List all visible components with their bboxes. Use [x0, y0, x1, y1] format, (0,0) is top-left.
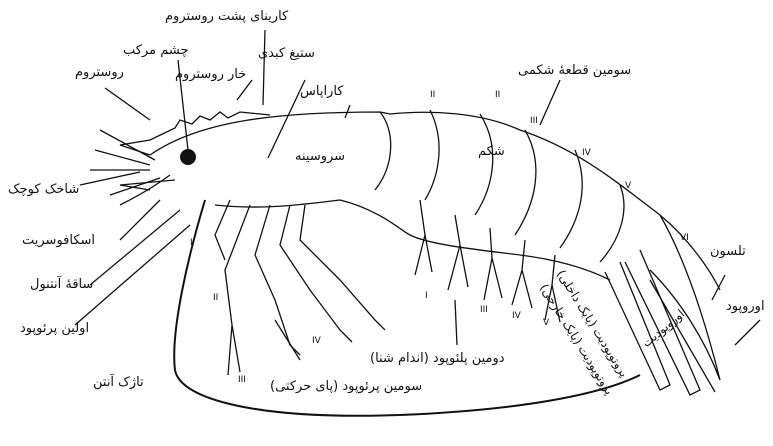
label-gastric-ridge: ستیغ کبدی	[258, 47, 315, 60]
svg-text:II: II	[430, 90, 435, 100]
label-antennal-peduncle: ساقهٔ آنتنول	[30, 278, 93, 291]
svg-text:IV: IV	[512, 311, 522, 321]
label-first-pereiopod: اولین پرئوپود	[20, 322, 89, 335]
label-carapace: کاراپاس	[300, 85, 344, 98]
svg-text:II: II	[213, 293, 218, 303]
label-uropod: اوروپود	[726, 300, 765, 313]
svg-text:II: II	[495, 90, 500, 100]
svg-text:I: I	[190, 238, 193, 248]
compound-eye-mark	[180, 149, 196, 165]
label-rostrum: روستروم	[75, 66, 124, 79]
label-rostral-spine: خار روستروم	[175, 68, 246, 81]
label-third-pereiopod: سومین پرئوپود (پای حرکتی)	[270, 380, 422, 393]
label-cephalothorax: سروسینه	[295, 150, 345, 163]
carapace-outline	[150, 112, 720, 290]
svg-text:VI: VI	[680, 233, 689, 243]
svg-text:III: III	[480, 305, 488, 315]
label-antenna-flagellum: تاژک آنتن	[93, 376, 144, 389]
label-second-pleopod: دومین پلئوپود (اندام شنا)	[370, 352, 505, 365]
svg-text:III: III	[238, 375, 246, 385]
label-telson: تلسون	[710, 245, 746, 258]
label-compound-eye: چشم مرکب	[123, 44, 189, 57]
svg-text:IV: IV	[312, 336, 322, 346]
label-abdomen: شکم	[478, 145, 505, 158]
svg-text:I: I	[425, 291, 428, 301]
svg-text:III: III	[530, 116, 538, 126]
label-antennule: شاخک کوچک	[8, 183, 79, 196]
ventral-outline	[215, 200, 610, 280]
label-third-abdominal-segment: سومین قطعهٔ شکمی	[518, 64, 631, 77]
svg-text:V: V	[543, 318, 550, 328]
label-scaphocerite: اسکافوسریت	[22, 234, 95, 247]
label-rostrum-crest: کارینای پشت روستروم	[165, 10, 288, 23]
svg-text:V: V	[625, 181, 632, 191]
svg-text:IV: IV	[582, 148, 592, 158]
